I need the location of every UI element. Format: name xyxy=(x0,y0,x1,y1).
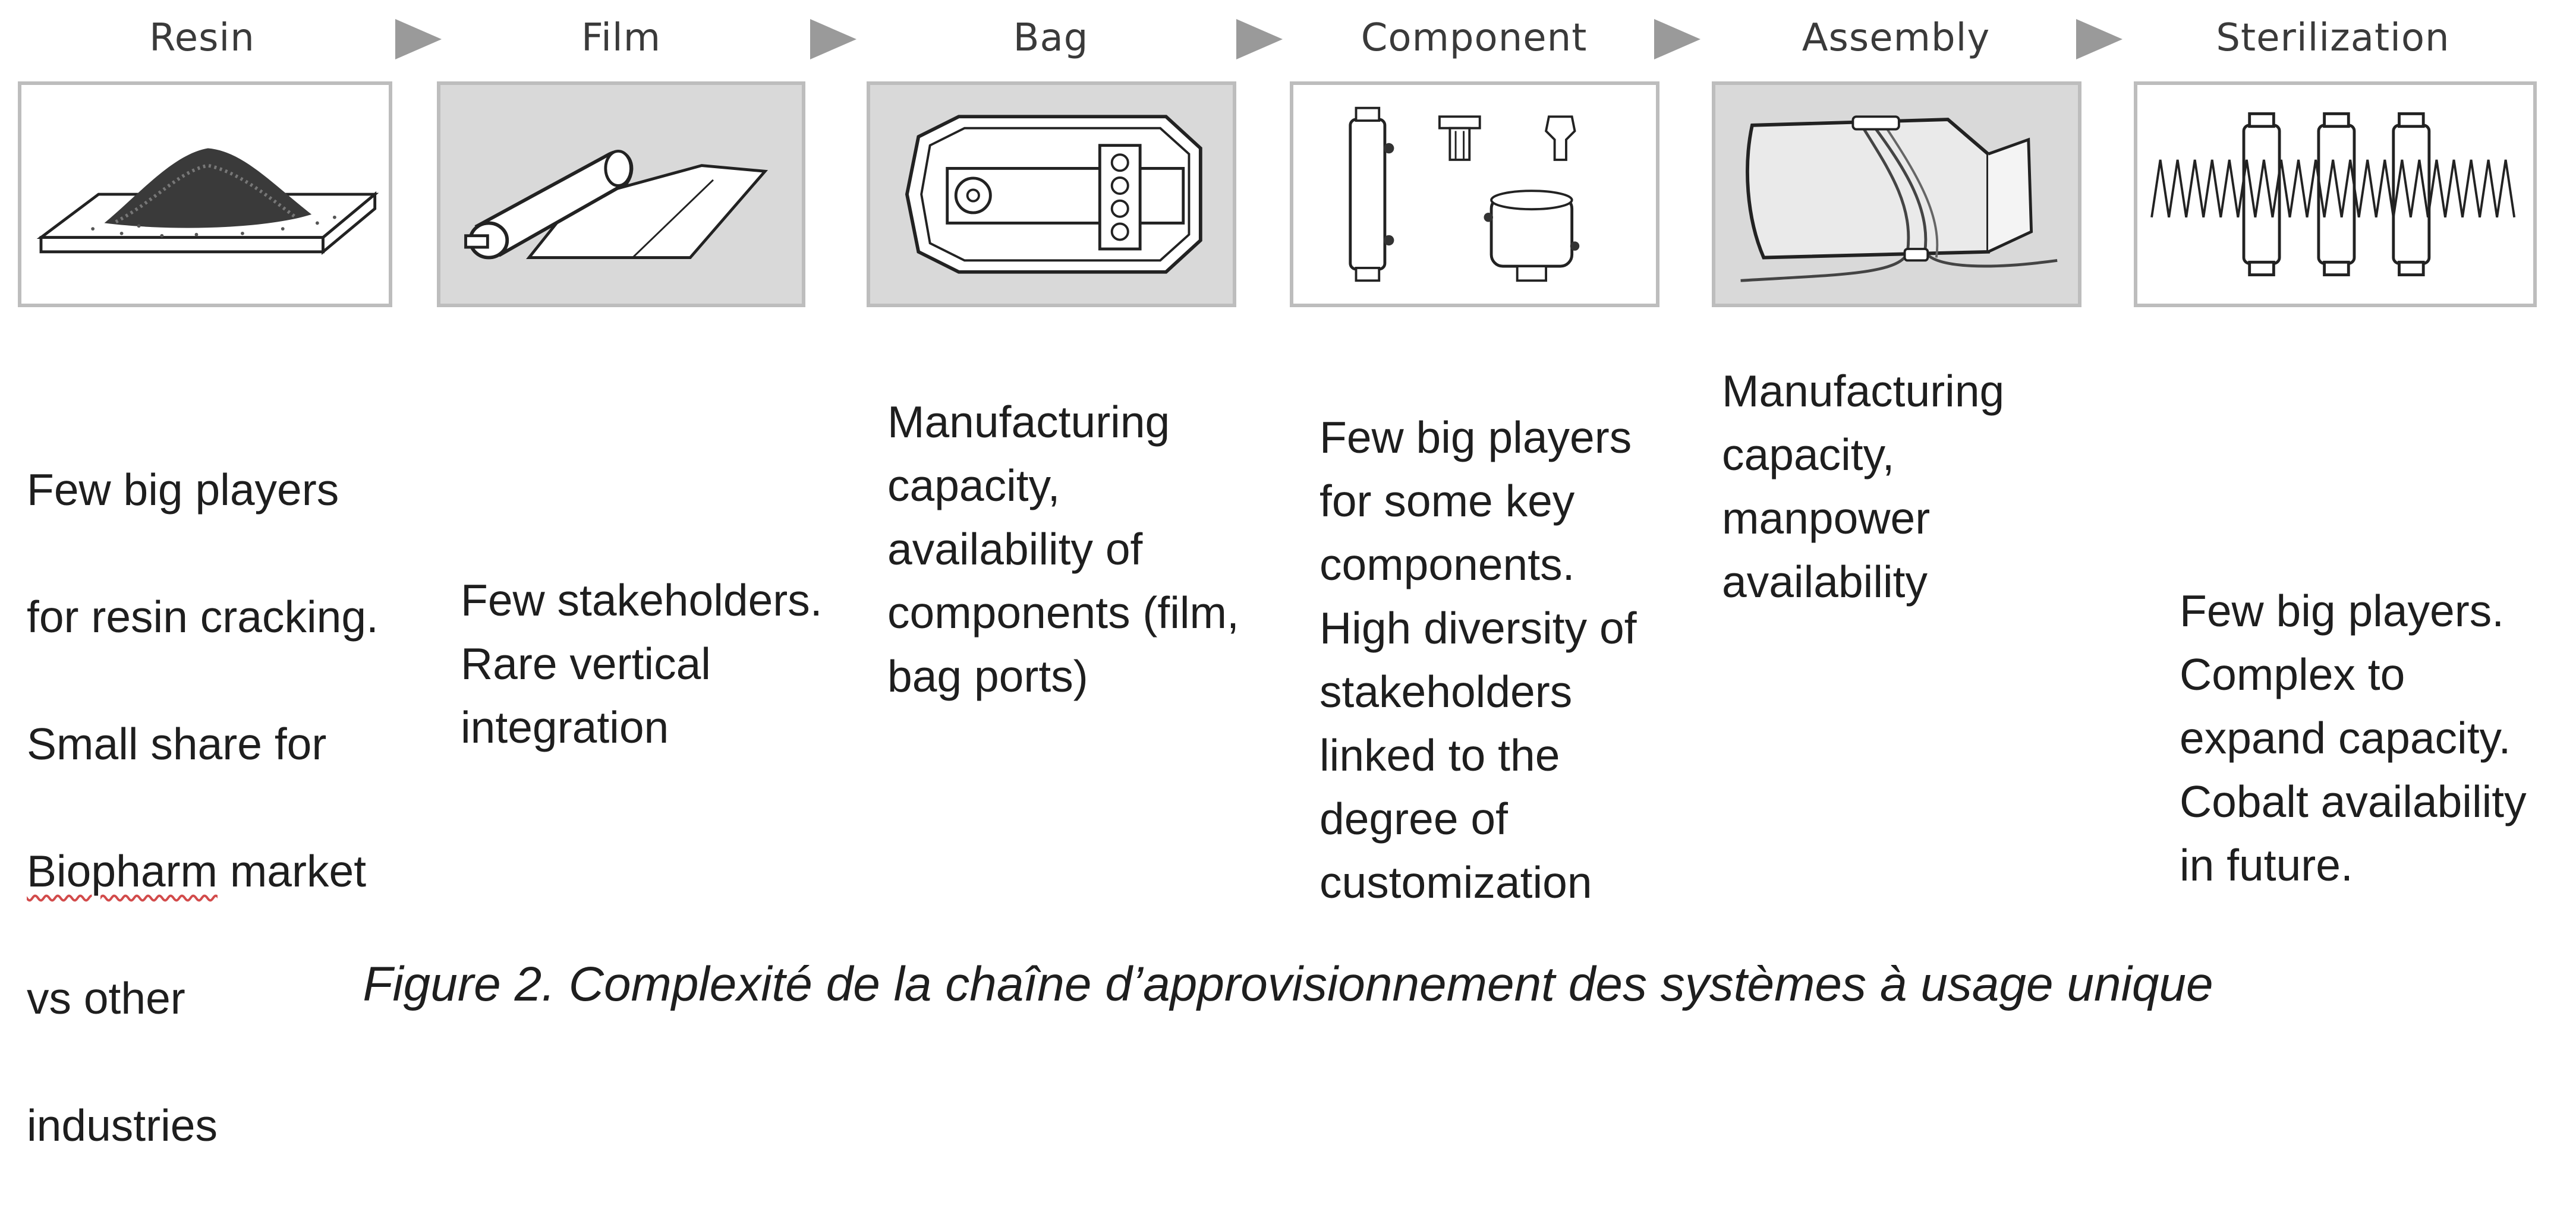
stage-title-film: Film xyxy=(581,16,662,60)
resin-description: Few big players for resin cracking. Smal… xyxy=(27,395,379,1221)
sterilization-icon xyxy=(2150,112,2516,276)
stage-title-assembly: Assembly xyxy=(1802,16,1991,60)
sterilization-description: Few big players. Complex to expand capac… xyxy=(2180,586,2527,890)
bag-icon xyxy=(905,115,1202,274)
arrow-right-icon xyxy=(1236,19,1283,59)
bag-description: Manufacturing capacity, availability of … xyxy=(887,397,1239,701)
sterilization-panel xyxy=(2134,81,2537,307)
film-description: Few stakeholders. Rare vertical integrat… xyxy=(461,575,823,752)
resin-desc-fragment: market xyxy=(217,846,367,896)
resin-tray-icon xyxy=(36,148,379,255)
assembly-panel xyxy=(1712,81,2081,307)
component-panel xyxy=(1290,81,1659,307)
components-icon xyxy=(1349,106,1580,282)
resin-desc-line: Small share for xyxy=(27,719,327,769)
resin-desc-line: Few big players xyxy=(27,465,339,515)
resin-desc-line: industries xyxy=(27,1100,218,1150)
resin-panel xyxy=(18,81,392,307)
arrow-right-icon xyxy=(1654,19,1700,59)
stage-title-resin: Resin xyxy=(149,16,255,60)
bag-panel xyxy=(867,81,1236,307)
stage-title-bag: Bag xyxy=(1013,16,1089,60)
component-description: Few big players for some key components.… xyxy=(1320,412,1637,907)
resin-desc-line: for resin cracking. xyxy=(27,592,379,642)
figure-caption: Figure 2. Complexité de la chaîne d’appr… xyxy=(363,957,2213,1011)
assembly-description: Manufacturing capacity, manpower availab… xyxy=(1722,366,2005,607)
arrow-right-icon xyxy=(810,19,856,59)
film-roll-icon xyxy=(464,149,769,260)
assembly-icon xyxy=(1740,115,2058,282)
arrow-right-icon xyxy=(2076,19,2122,59)
resin-desc-line: Biopharm market xyxy=(27,840,379,903)
arrow-right-icon xyxy=(395,19,442,59)
film-panel xyxy=(437,81,805,307)
resin-desc-line: vs other xyxy=(27,973,185,1023)
stage-title-sterilization: Sterilization xyxy=(2216,16,2450,60)
stage-title-component: Component xyxy=(1361,16,1588,60)
spellcheck-word: Biopharm xyxy=(27,846,218,896)
